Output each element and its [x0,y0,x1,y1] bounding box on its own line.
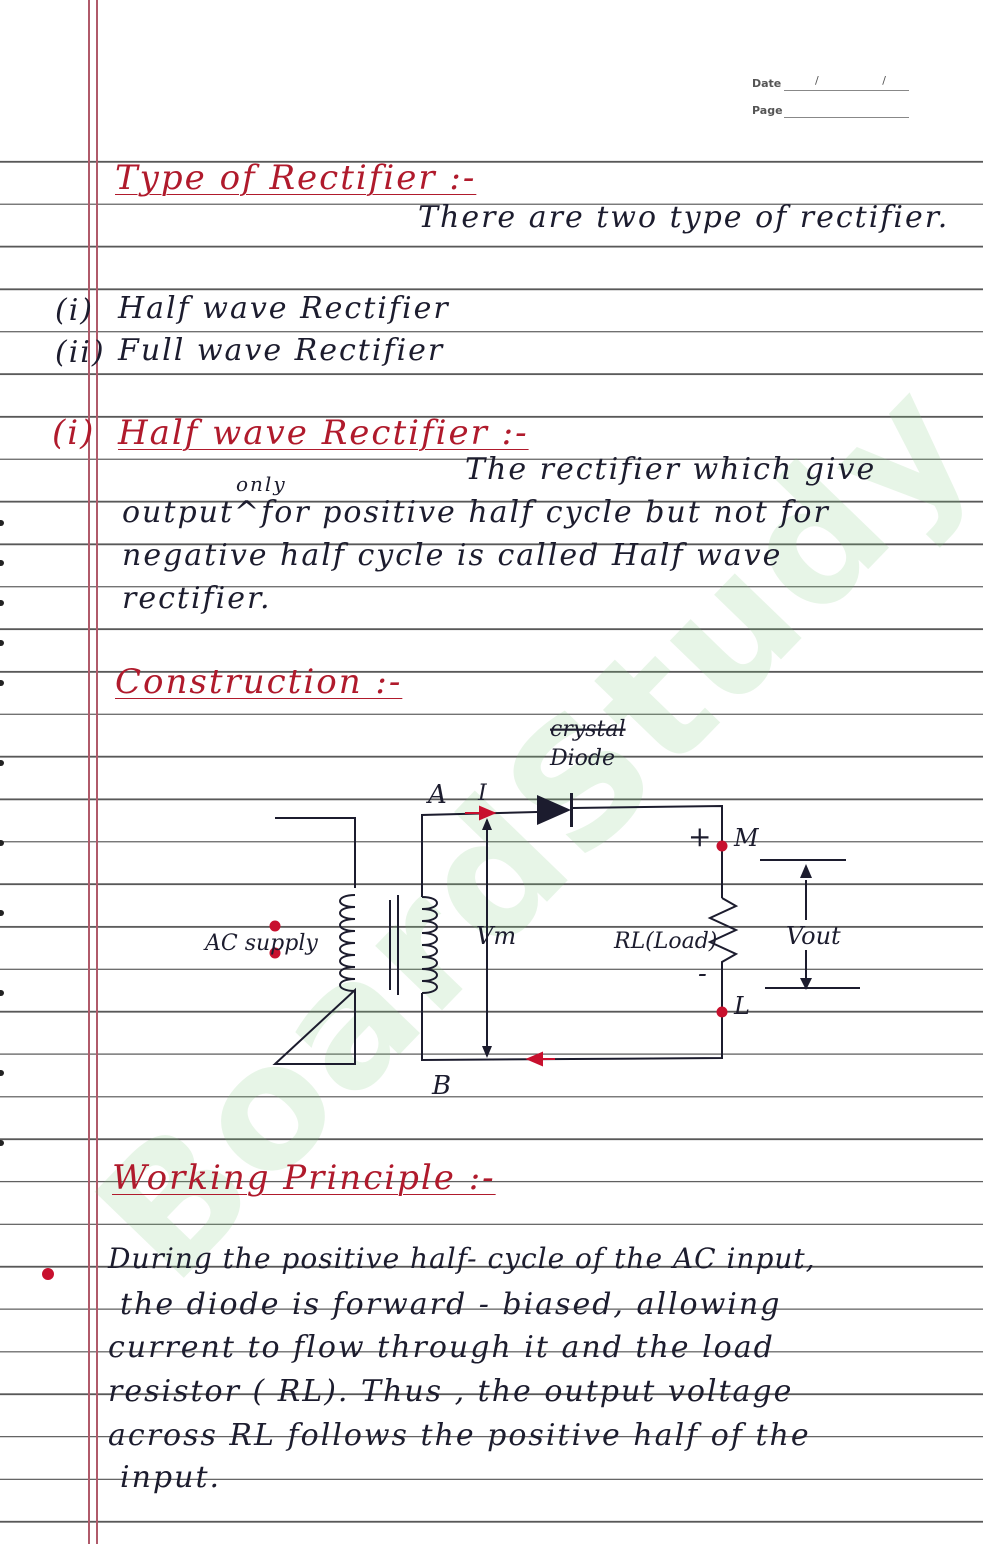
types-heading: Type of Rectifier :- [115,158,477,198]
page-rule [784,117,909,118]
working-line-6: input. [120,1460,222,1495]
margin-line-left [88,0,90,1544]
load-label: RL(Load) [613,929,717,954]
type-marker-1: (i) [55,293,95,328]
secondary-coil [421,896,438,994]
minus-sign: - [698,959,707,989]
crystal-label: crystal [550,717,626,742]
vm-arrow-top-head [482,818,492,830]
working-line-4: resistor ( RL). Thus , the output voltag… [108,1374,794,1409]
date-label: Date [752,77,782,90]
construction-heading: Construction :- [115,662,403,702]
diode-bar [570,793,573,827]
node-l-label: L [733,992,750,1020]
page-label: Page [752,104,783,117]
types-intro: There are two type of rectifier. [418,200,950,235]
current-arrow-top [479,805,497,821]
definition-line-2: output^for positive half cycle but not f… [122,495,830,530]
definition-line-1: The rectifier which give [465,452,877,487]
type-item-1: Half wave Rectifier [118,291,450,326]
diode-to-m-wire [572,804,723,898]
diode-symbol [537,795,571,825]
primary-circuit-wire [272,817,356,1065]
vm-arrow-bottom-head [482,1046,492,1058]
node-a-label: A [426,780,447,810]
definition-line-3: negative half cycle is called Half wave [122,538,783,573]
vm-label: Vm [476,922,516,950]
definition-line-4: rectifier. [122,581,272,616]
half-wave-marker: (i) [52,413,96,453]
node-b-label: B [431,1071,451,1101]
type-marker-2: (ii) [55,335,106,370]
date-value: / / [815,74,916,87]
date-rule [784,90,909,91]
vout-up-head [800,864,812,878]
resistor [421,897,739,1062]
current-label: I [477,781,488,806]
current-arrow-bottom [525,1051,543,1067]
working-line-5: across RL follows the positive half of t… [108,1418,811,1453]
binding-holes [0,0,8,1544]
working-line-3: current to flow through it and the load [108,1330,775,1365]
page-header-area [0,0,983,150]
working-line-2: the diode is forward - biased, allowing [120,1287,782,1322]
node-dot-ac-bottom [269,947,281,959]
secondary-top-wire [421,811,538,897]
node-dot-m [716,840,728,852]
diode-label: Diode [549,746,615,771]
node-dot-l [716,1006,728,1018]
margin-line-right [96,0,98,1544]
working-line-1: During the positive half- cycle of the A… [108,1242,816,1275]
definition-insert: only [236,472,287,496]
primary-coil [339,894,356,992]
vout-down-head [800,978,812,990]
plus-sign: + [688,820,711,853]
vout-label: Vout [786,922,841,950]
working-heading: Working Principle :- [112,1158,496,1198]
ac-supply-label: AC supply [203,931,318,956]
bullet-point [42,1268,54,1280]
node-m-label: M [733,824,760,852]
half-wave-heading: Half wave Rectifier :- [118,413,529,453]
node-dot-ac-top [269,920,281,932]
type-item-2: Full wave Rectifier [118,333,445,368]
